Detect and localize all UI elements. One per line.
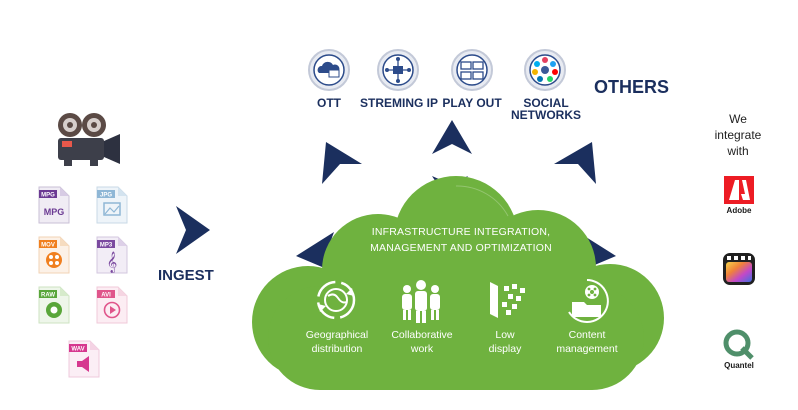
service-label-social-networks: SOCIAL NETWORKS <box>510 97 582 121</box>
adobe-label: Adobe <box>726 206 752 215</box>
avi-ext-label: AVI <box>101 293 111 299</box>
ingest-arrow-icon <box>176 206 210 254</box>
social-line-1: SOCIAL <box>523 96 569 110</box>
cloud-screens-icon <box>308 49 350 91</box>
feat-2-line-1: Collaborative <box>391 329 453 341</box>
mpg-body-label: MPG <box>44 207 65 217</box>
film-camera-icon <box>58 113 120 166</box>
avi-file-icon: AVI <box>96 286 128 324</box>
integrate-line-1: We <box>729 112 747 126</box>
integrate-line-2: integrate <box>714 128 762 142</box>
feat-4-line-1: Content <box>568 329 606 341</box>
arrow-up-icon <box>432 120 472 154</box>
monitors-icon <box>451 49 493 91</box>
social-line-2: NETWORKS <box>511 108 581 122</box>
arrow-up-right-icon <box>554 142 596 184</box>
jpg-file-icon: JPG <box>96 186 128 224</box>
mov-ext-label: MOV <box>41 243 55 249</box>
pixel-display-icon <box>490 282 525 318</box>
jpg-ext-label: JPG <box>100 193 112 199</box>
feat-1-line-1: Geographical <box>305 329 369 341</box>
feature-collaborative-work: Collaborative work <box>380 328 464 356</box>
ingest-label: INGEST <box>158 267 214 284</box>
mp3-ext-label: MP3 <box>100 243 113 249</box>
mp3-file-icon: MP3 𝄞 <box>96 236 128 274</box>
service-label-play-out: PLAY OUT <box>442 96 502 110</box>
team-icon <box>402 280 440 323</box>
globe-arrows-icon <box>316 280 356 320</box>
feat-3-line-1: Low <box>495 329 515 341</box>
raw-file-icon: RAW <box>38 286 70 324</box>
final-cut-logo-icon <box>723 253 755 285</box>
file-icons: MPG MPG JPG MOV MP3 𝄞 RAW <box>36 186 136 386</box>
quantel-logo-icon <box>723 329 754 360</box>
integrate-heading: We integrate with <box>706 111 770 159</box>
integrate-line-3: with <box>727 144 749 158</box>
infra-line-1: INFRASTRUCTURE INTEGRATION, <box>371 226 551 238</box>
feature-geographical-distribution: Geographical distribution <box>296 328 378 356</box>
social-network-icon <box>524 49 566 91</box>
feat-2-line-2: work <box>410 343 434 355</box>
service-label-streaming-ip: STREMING IP <box>359 96 438 110</box>
arrow-up-left-icon <box>322 142 362 184</box>
infra-line-2: MANAGEMENT AND OPTIMIZATION <box>370 242 552 254</box>
feat-3-line-2: display <box>488 343 522 355</box>
mpg-file-icon: MPG MPG <box>38 186 70 224</box>
mov-file-icon: MOV <box>38 236 70 274</box>
feat-1-line-2: distribution <box>311 343 363 355</box>
feature-low-display: Low display <box>474 328 536 356</box>
svg-text:𝄞: 𝄞 <box>107 252 118 273</box>
network-hub-icon <box>377 49 419 91</box>
service-label-ott: OTT <box>317 96 341 110</box>
feature-content-management: Content management <box>546 328 628 356</box>
raw-ext-label: RAW <box>41 293 55 299</box>
infrastructure-title: INFRASTRUCTURE INTEGRATION, MANAGEMENT A… <box>356 224 566 256</box>
feat-4-line-2: management <box>556 343 618 355</box>
adobe-logo-icon <box>724 176 754 204</box>
wav-file-icon: WAV <box>68 340 100 378</box>
wav-ext-label: WAV <box>71 347 84 353</box>
mpg-ext-label: MPG <box>41 193 55 199</box>
others-label: OTHERS <box>594 77 670 97</box>
film-folder-icon <box>568 279 609 323</box>
quantel-label: Quantel <box>724 361 754 370</box>
